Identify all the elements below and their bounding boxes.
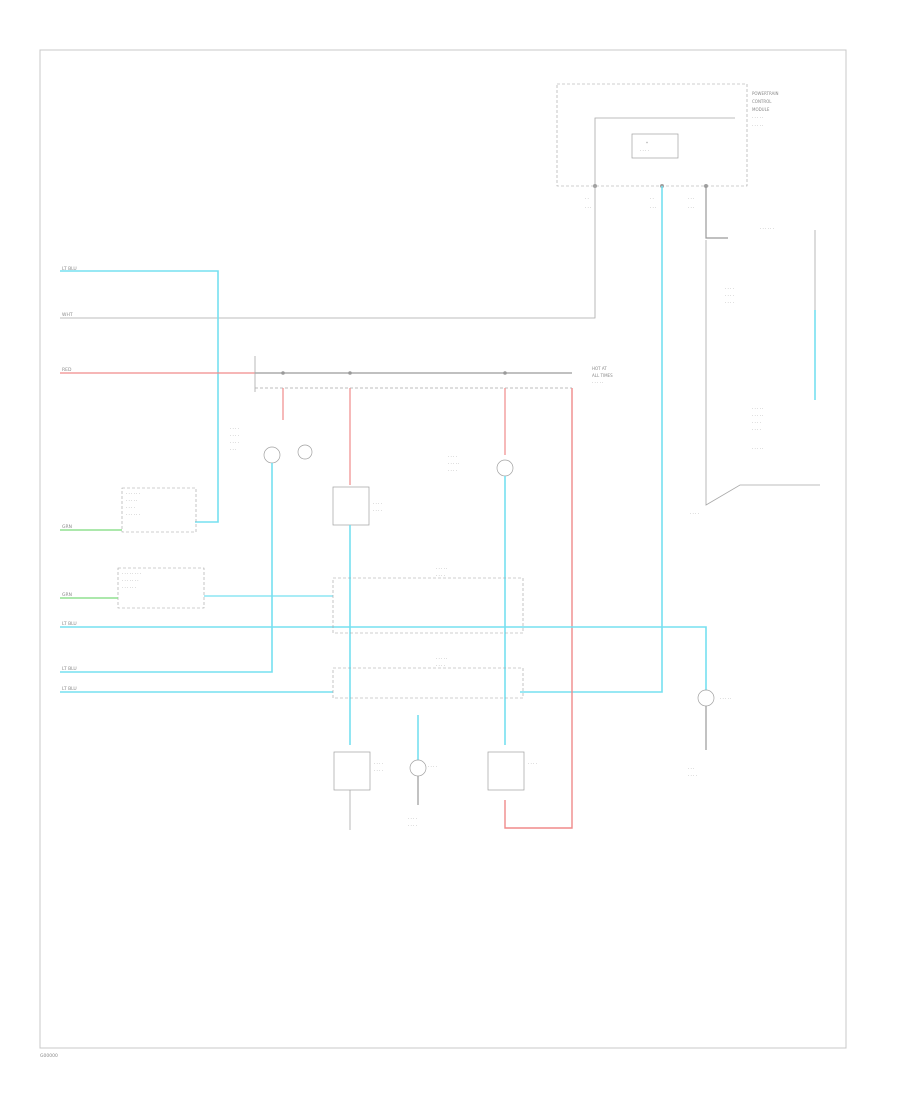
svg-text:· · · · ·: · · · · · bbox=[752, 413, 763, 418]
left-label-lt-blu-2: LT BLU bbox=[62, 621, 77, 627]
left-label-grn-1: GRN bbox=[62, 524, 72, 530]
connector-lower bbox=[332, 667, 524, 699]
wire-red-loop bbox=[504, 388, 573, 829]
svg-text:· · · · · · · ·: · · · · · · · · bbox=[122, 571, 141, 576]
switch-left-1: · · · · · · · · · · · · · · · · · · · · … bbox=[121, 487, 197, 533]
svg-text:· · ·: · · · bbox=[230, 447, 236, 452]
lamp-left: · · · · · · · · · · · · · · · bbox=[230, 426, 313, 464]
svg-text:· · · · ·: · · · · · bbox=[448, 461, 459, 466]
svg-text:· · · ·: · · · · bbox=[408, 823, 417, 828]
svg-text:· · · · ·: · · · · · bbox=[720, 696, 731, 701]
svg-text:· · · ·: · · · · bbox=[752, 427, 761, 432]
svg-text:· · ·: · · · bbox=[688, 766, 694, 771]
svg-text:· · · · · ·: · · · · · · bbox=[760, 226, 774, 231]
control-module: * · · · · POWERTRAIN CONTROL MODULE · · … bbox=[556, 83, 779, 210]
svg-text:· · · ·: · · · · bbox=[528, 761, 537, 766]
svg-text:· · ·: · · · bbox=[585, 205, 591, 210]
svg-text:· · · · ·: · · · · · bbox=[592, 380, 603, 385]
svg-text:· · · ·: · · · · bbox=[448, 454, 457, 459]
lower-module-right: · · · · bbox=[487, 751, 537, 791]
switch-left-2: · · · · · · · · · · · · · · · · · · · · … bbox=[117, 567, 205, 609]
svg-text:· · · · · ·: · · · · · · bbox=[126, 512, 140, 517]
svg-text:· · · ·: · · · · bbox=[374, 768, 383, 773]
svg-text:· · · ·: · · · · bbox=[640, 148, 649, 153]
svg-text:· · · ·: · · · · bbox=[725, 286, 734, 291]
svg-text:· · · · ·: · · · · · bbox=[752, 115, 763, 120]
svg-text:· · · · ·: · · · · · bbox=[752, 123, 763, 128]
svg-text:· · · · ·: · · · · · bbox=[436, 656, 447, 661]
svg-text:· · ·: · · · bbox=[688, 196, 694, 201]
left-label-lt-blu-1: LT BLU bbox=[62, 266, 77, 272]
module-label-3: MODULE bbox=[752, 107, 770, 112]
svg-text:· ·: · · bbox=[585, 196, 589, 201]
module-label-2: CONTROL bbox=[752, 99, 772, 104]
svg-text:· · · ·: · · · · bbox=[725, 293, 734, 298]
lower-lamp-center: · · · · · · · · · · · · bbox=[408, 715, 437, 828]
svg-text:· ·: · · bbox=[650, 196, 654, 201]
center-relay bbox=[332, 486, 370, 526]
svg-text:· · · · ·: · · · · · bbox=[752, 406, 763, 411]
svg-text:· · · · ·: · · · · · bbox=[752, 446, 763, 451]
svg-text:· · · ·: · · · · bbox=[448, 468, 457, 473]
svg-text:· · · · ·: · · · · · bbox=[126, 498, 137, 503]
svg-text:· · ·: · · · bbox=[688, 205, 694, 210]
wire-cyan-lamp-left bbox=[60, 463, 273, 673]
left-label-lt-blu-4: LT BLU bbox=[62, 686, 77, 692]
switch-column-right: · · · · · · · · · · · · · · · · · · · · … bbox=[690, 186, 820, 516]
bus-label-2: ALL TIMES bbox=[592, 373, 613, 378]
left-label-wht: WHT bbox=[62, 312, 73, 318]
module-label-1: POWERTRAIN bbox=[752, 91, 779, 96]
power-bus: HOT AT ALL TIMES · · · · · bbox=[254, 356, 613, 392]
svg-text:· · · ·: · · · · bbox=[230, 440, 239, 445]
lamp-far-right: · · · · · · · · · · · · bbox=[688, 689, 731, 778]
svg-text:*: * bbox=[646, 141, 648, 146]
svg-text:· · · · · ·: · · · · · · bbox=[126, 491, 140, 496]
svg-text:· · · ·: · · · · bbox=[373, 508, 382, 513]
svg-text:· · · · ·: · · · · · bbox=[436, 566, 447, 571]
svg-text:· · · ·: · · · · bbox=[436, 663, 445, 668]
left-label-lt-blu-3: LT BLU bbox=[62, 666, 77, 672]
svg-text:· · · ·: · · · · bbox=[230, 433, 239, 438]
svg-text:· · · ·: · · · · bbox=[230, 426, 239, 431]
wire-cyan-left-1 bbox=[60, 270, 219, 523]
svg-text:· · · ·: · · · · bbox=[436, 573, 445, 578]
svg-text:· · ·: · · · bbox=[650, 205, 656, 210]
left-label-red: RED bbox=[62, 367, 72, 373]
wire-cyan-left-2 bbox=[60, 626, 707, 690]
svg-text:· · · ·: · · · · bbox=[374, 761, 383, 766]
diagram-code: G00000 bbox=[40, 1053, 58, 1059]
svg-text:· · · · · ·: · · · · · · bbox=[122, 585, 136, 590]
bus-label-1: HOT AT bbox=[592, 366, 607, 371]
lower-module-left: · · · · · · · · bbox=[333, 751, 383, 830]
diagram-frame bbox=[39, 49, 847, 1049]
connector-upper bbox=[332, 577, 524, 634]
svg-text:· · · ·: · · · · bbox=[690, 511, 699, 516]
left-label-grn-2: GRN bbox=[62, 592, 72, 598]
svg-text:· · · ·: · · · · bbox=[688, 773, 697, 778]
svg-text:· · · ·: · · · · bbox=[725, 300, 734, 305]
wire-white bbox=[60, 186, 596, 319]
svg-text:· · · ·: · · · · bbox=[428, 764, 437, 769]
svg-text:· · · ·: · · · · bbox=[752, 420, 761, 425]
wire-cyan-module bbox=[520, 186, 663, 693]
svg-text:· · · · · · ·: · · · · · · · bbox=[122, 578, 139, 583]
lamp-right: · · · · · · · · · · · · · bbox=[448, 454, 514, 477]
svg-text:· · · ·: · · · · bbox=[408, 816, 417, 821]
svg-text:· · · ·: · · · · bbox=[373, 501, 382, 506]
svg-text:· · · ·: · · · · bbox=[126, 505, 135, 510]
